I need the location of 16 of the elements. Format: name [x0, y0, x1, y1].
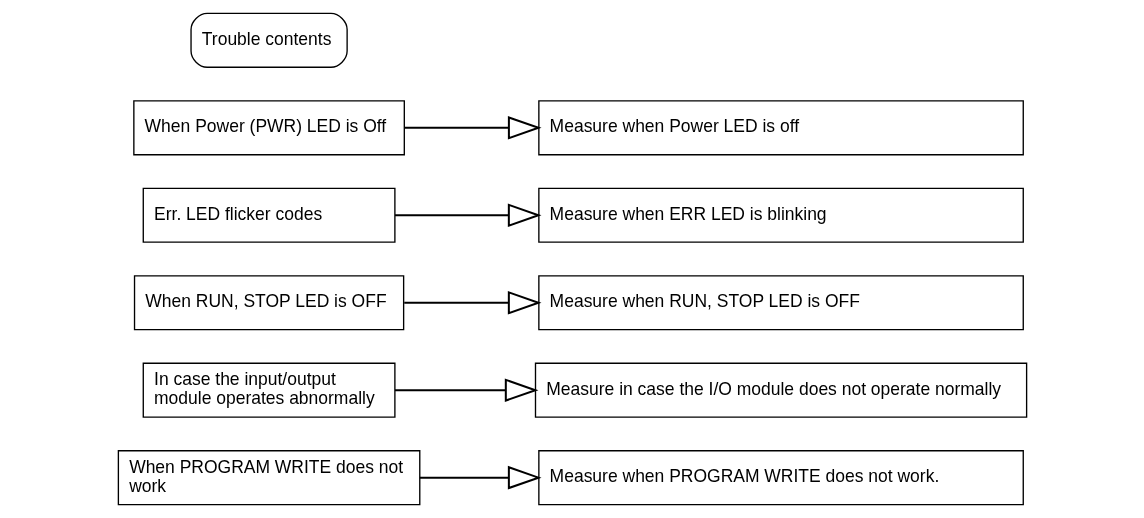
node-box: Trouble contents: [189, 12, 348, 68]
node-box: When PROGRAM WRITE does not work: [117, 450, 420, 506]
node-box: Err. LED flicker codes: [142, 187, 396, 243]
arrow: [394, 378, 538, 402]
node-box: In case the input/output module operates abnormally: [142, 362, 396, 418]
arrow: [403, 290, 541, 315]
arrow: [419, 465, 542, 490]
node-box: When Power (PWR) LED is Off: [132, 100, 405, 156]
node-box: Measure in case the I/O module does not operate normally: [534, 362, 1027, 418]
node-box: When RUN, STOP LED is OFF: [133, 275, 404, 331]
node-box: Measure when ERR LED is blinking: [537, 187, 1024, 243]
arrow: [404, 116, 542, 140]
arrow: [394, 203, 541, 228]
node-box: Measure when PROGRAM WRITE does not work.: [537, 450, 1024, 506]
node-box: Measure when Power LED is off: [537, 100, 1024, 156]
node-box: Measure when RUN, STOP LED is OFF: [537, 275, 1024, 331]
